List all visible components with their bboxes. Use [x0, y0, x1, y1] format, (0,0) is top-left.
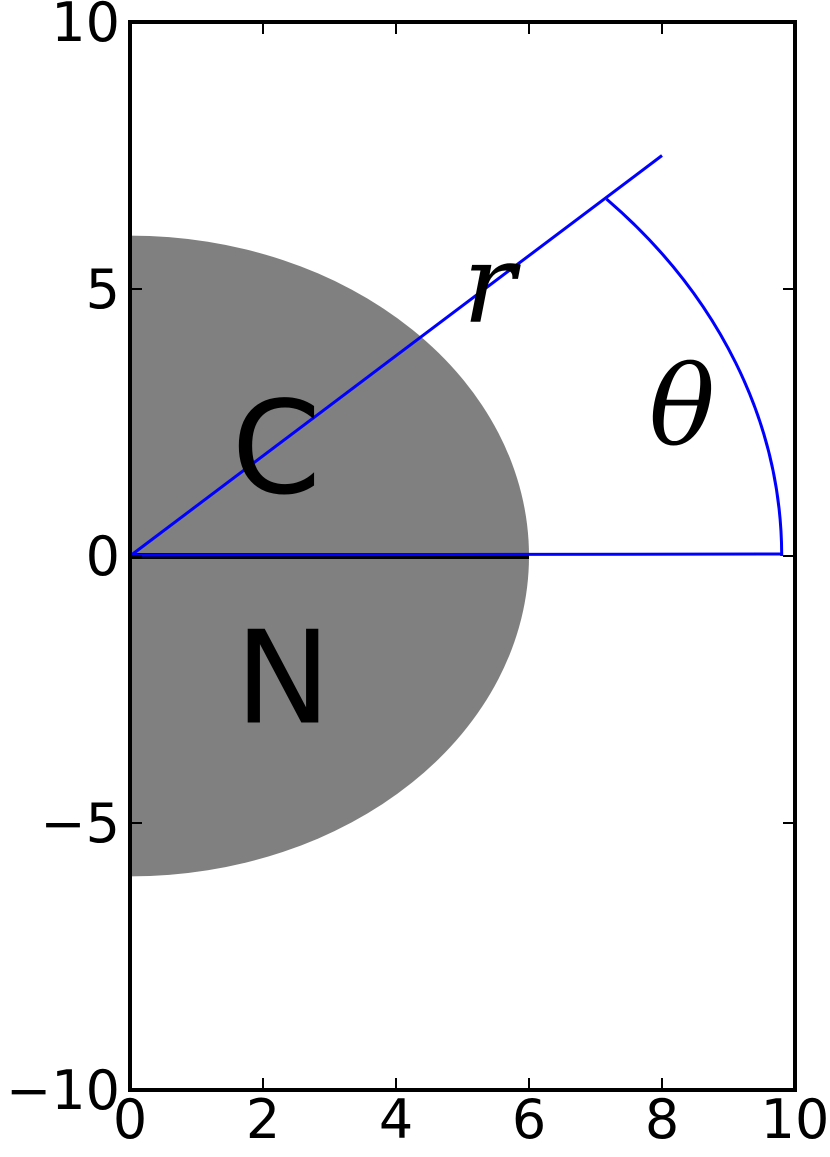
x-tick-label-4: 4: [379, 1088, 413, 1151]
y-tick-label-10: 10: [51, 0, 120, 54]
y-tick-label--5: −5: [40, 792, 120, 855]
region-label-n: N: [235, 604, 331, 753]
x-tick-label-0: 0: [113, 1088, 147, 1151]
baseline-ray: [129, 552, 782, 557]
radius-ray: [129, 154, 663, 558]
x-tick-label-10: 10: [761, 1088, 830, 1151]
y-tick-label-5: 5: [86, 258, 120, 321]
x-tick-label-2: 2: [246, 1088, 280, 1151]
angle-arc: [605, 197, 784, 556]
y-tick-label--10: −10: [6, 1059, 120, 1122]
y-tick-label-0: 0: [86, 525, 120, 588]
x-tick-label-8: 8: [645, 1088, 679, 1151]
x-tick-label-6: 6: [512, 1088, 546, 1151]
radius-label: r: [463, 220, 522, 348]
region-label-c: C: [232, 375, 321, 524]
angle-label: θ: [649, 342, 715, 470]
